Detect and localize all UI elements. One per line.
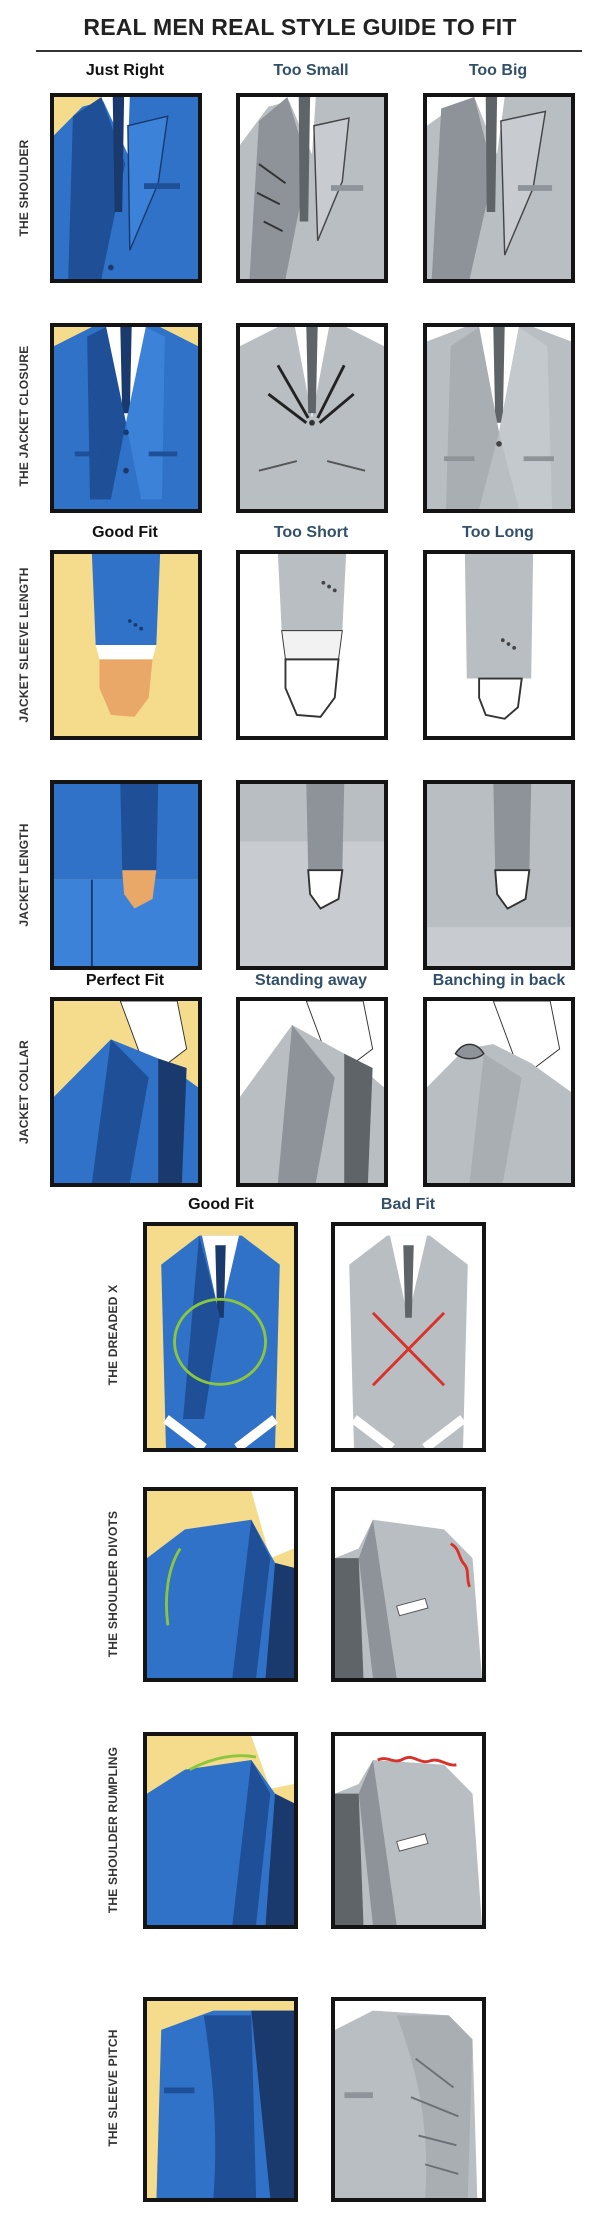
header-bad-fit-body: Bad Fit bbox=[380, 1196, 436, 1213]
header-too-short: Too Short bbox=[273, 524, 349, 541]
rumpling-good-fit-panel bbox=[143, 1732, 298, 1929]
collar-perfect-fit-panel bbox=[50, 997, 202, 1187]
sleeve-too-long-panel bbox=[423, 550, 575, 740]
closure-too-small-panel bbox=[236, 323, 388, 513]
closure-just-right-panel bbox=[50, 323, 202, 513]
header-just-right: Just Right bbox=[85, 62, 165, 79]
rumpling-bad-fit-panel bbox=[331, 1732, 486, 1929]
collar-banching-panel bbox=[423, 997, 575, 1187]
length-too-short-panel bbox=[236, 780, 388, 970]
header-standing-away: Standing away bbox=[254, 972, 368, 989]
header-good-fit-sleeve: Good Fit bbox=[92, 524, 158, 541]
sleeve-too-short-panel bbox=[236, 550, 388, 740]
length-good-fit-panel bbox=[50, 780, 202, 970]
shoulder-too-big-panel bbox=[423, 93, 575, 283]
length-too-long-panel bbox=[423, 780, 575, 970]
sleeve-good-fit-panel bbox=[50, 550, 202, 740]
header-too-big: Too Big bbox=[468, 62, 528, 79]
dreaded-x-good-fit-panel bbox=[143, 1222, 298, 1452]
header-banching-in-back: Banching in back bbox=[432, 972, 566, 989]
closure-too-big-panel bbox=[423, 323, 575, 513]
guide-title: REAL MEN REAL STYLE GUIDE TO FIT bbox=[83, 14, 517, 40]
shoulder-too-small-panel bbox=[236, 93, 388, 283]
header-perfect-fit: Perfect Fit bbox=[85, 972, 165, 989]
divots-bad-fit-panel bbox=[331, 1487, 486, 1682]
collar-standing-away-panel bbox=[236, 997, 388, 1187]
header-good-fit-body: Good Fit bbox=[188, 1196, 254, 1213]
divots-good-fit-panel bbox=[143, 1487, 298, 1682]
title-divider bbox=[36, 50, 582, 52]
header-too-long: Too Long bbox=[462, 524, 534, 541]
sleeve-pitch-good-fit-panel bbox=[143, 1997, 298, 2202]
header-too-small: Too Small bbox=[273, 62, 349, 79]
shoulder-just-right-panel bbox=[50, 93, 202, 283]
sleeve-pitch-bad-fit-panel bbox=[331, 1997, 486, 2202]
dreaded-x-bad-fit-panel bbox=[331, 1222, 486, 1452]
